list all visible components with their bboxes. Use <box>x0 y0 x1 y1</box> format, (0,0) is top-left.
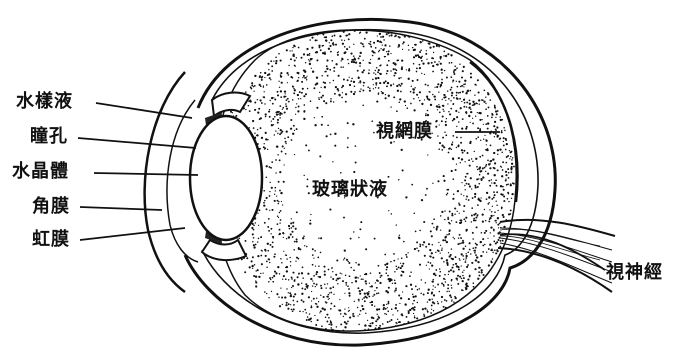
label-pupil: 瞳孔 <box>30 127 68 147</box>
label-aqueous-humor: 水樣液 <box>16 92 73 112</box>
label-vitreous-body: 玻璃狀液 <box>312 180 388 200</box>
cornea <box>145 72 185 292</box>
label-cornea: 角膜 <box>32 197 70 217</box>
optic-nerve <box>498 220 615 292</box>
label-iris: 虹膜 <box>32 230 70 250</box>
label-retina: 視網膜 <box>376 122 433 142</box>
lens <box>190 116 262 240</box>
label-optic-nerve: 視神經 <box>606 263 663 283</box>
label-lens: 水晶體 <box>12 162 69 182</box>
